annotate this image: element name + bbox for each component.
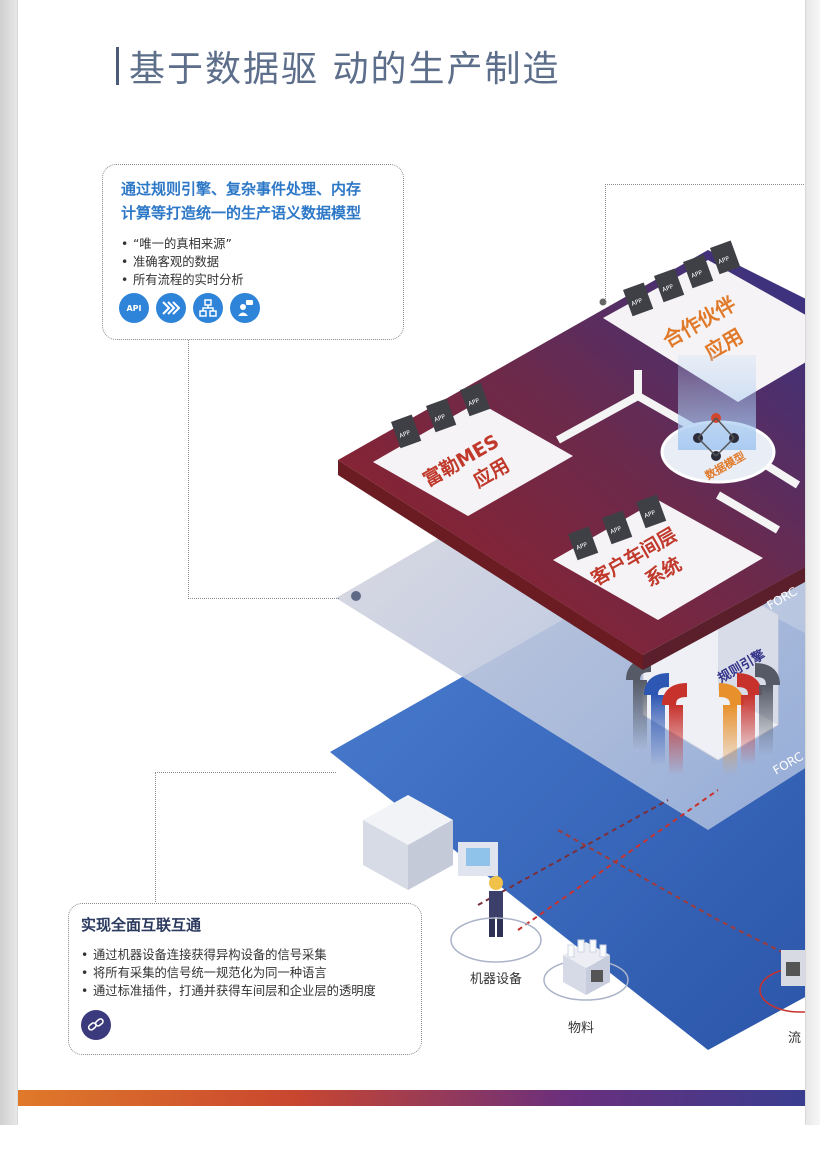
machine-label: 机器设备 — [470, 971, 522, 987]
svg-text:APP: APP — [630, 297, 643, 308]
callout-top-heading: 通过规则引擎、复杂事件处理、内存 计算等打造统一的生产语义数据模型 — [121, 177, 393, 225]
customer-system-tile — [553, 500, 763, 620]
svg-text:APP: APP — [433, 413, 446, 424]
footer-gradient-bar — [18, 1090, 805, 1106]
brochure-page: 基于数据驱 动的生产制造 — [18, 0, 805, 1125]
page-bottom-margin — [0, 1125, 820, 1158]
page-right-shadow — [805, 0, 820, 1125]
list-item: 通过标准插件，打通并获得车间层和企业层的透明度 — [81, 982, 376, 1000]
callout-bottom-bullet-list: 通过机器设备连接获得异构设备的信号采集 将所有采集的信号统一规范化为同一种语言 … — [81, 946, 376, 1000]
app-icons-mes: APP APP APP — [391, 382, 491, 449]
network-icon — [193, 293, 223, 323]
callout-bottom-heading: 实现全面互联互通 — [81, 916, 202, 934]
leader-line-bottom-up — [155, 772, 336, 904]
api-icon: API — [119, 293, 149, 323]
svg-text:APP: APP — [690, 269, 703, 280]
data-model-light-beam — [678, 355, 756, 450]
list-item: “唯一的真相来源” — [121, 235, 244, 253]
material-label: 物料 — [568, 1021, 594, 1036]
list-item: 所有流程的实时分析 — [121, 271, 244, 289]
callout-top-heading-line1: 通过规则引擎、复杂事件处理、内存 — [121, 180, 362, 198]
callout-top-heading-line2: 计算等打造统一的生产语义数据模型 — [121, 204, 362, 222]
app-icons-customer: APP APP APP — [568, 494, 667, 561]
middle-layer-corner-dot — [351, 591, 361, 601]
callout-semantic-data-model: 通过规则引擎、复杂事件处理、内存 计算等打造统一的生产语义数据模型 “唯一的真相… — [102, 164, 404, 340]
callout-top-bullet-list: “唯一的真相来源” 准确客观的数据 所有流程的实时分析 — [121, 235, 244, 289]
list-item: 准确客观的数据 — [121, 253, 244, 271]
machine-equipment-illustration — [363, 795, 498, 890]
svg-text:APP: APP — [575, 541, 588, 552]
layered-architecture-diagram: 规则引擎 合作伙伴 应用 — [330, 240, 805, 1050]
list-item: 将所有采集的信号统一规范化为同一种语言 — [81, 964, 376, 982]
svg-text:APP: APP — [609, 525, 622, 536]
material-block — [563, 939, 610, 995]
pipes-group — [626, 658, 780, 775]
double-chevron-icon — [156, 293, 186, 323]
machine-label-base — [450, 917, 542, 963]
svg-text:APP: APP — [643, 509, 656, 520]
svg-text:APP: APP — [398, 429, 411, 440]
chain-link-icon — [81, 1010, 111, 1040]
mes-app-tile — [373, 402, 573, 516]
data-model-network-icon — [693, 413, 739, 461]
svg-text:APP: APP — [661, 283, 674, 294]
svg-text:APP: APP — [467, 397, 480, 408]
callout-top-icon-row: API — [119, 293, 260, 323]
leader-line-top-right — [605, 184, 805, 303]
svg-text:APP: APP — [717, 255, 730, 266]
leader-dot-top — [599, 298, 607, 306]
title-accent-bar — [116, 47, 119, 85]
page-left-shadow — [0, 0, 18, 1125]
flow-label-fragment: 流 — [788, 1031, 801, 1046]
title-block: 基于数据驱 动的生产制造 — [116, 40, 560, 92]
worker-figure — [489, 876, 503, 937]
leader-line-top-down — [188, 338, 339, 599]
app-icons-partner: APP APP APP APP — [623, 240, 741, 317]
list-item: 通过机器设备连接获得异构设备的信号采集 — [81, 946, 376, 964]
callout-full-connectivity: 实现全面互联互通 通过机器设备连接获得异构设备的信号采集 将所有采集的信号统一规… — [68, 903, 422, 1055]
chat-user-icon — [230, 293, 260, 323]
page-title: 基于数据驱 动的生产制造 — [129, 49, 561, 90]
